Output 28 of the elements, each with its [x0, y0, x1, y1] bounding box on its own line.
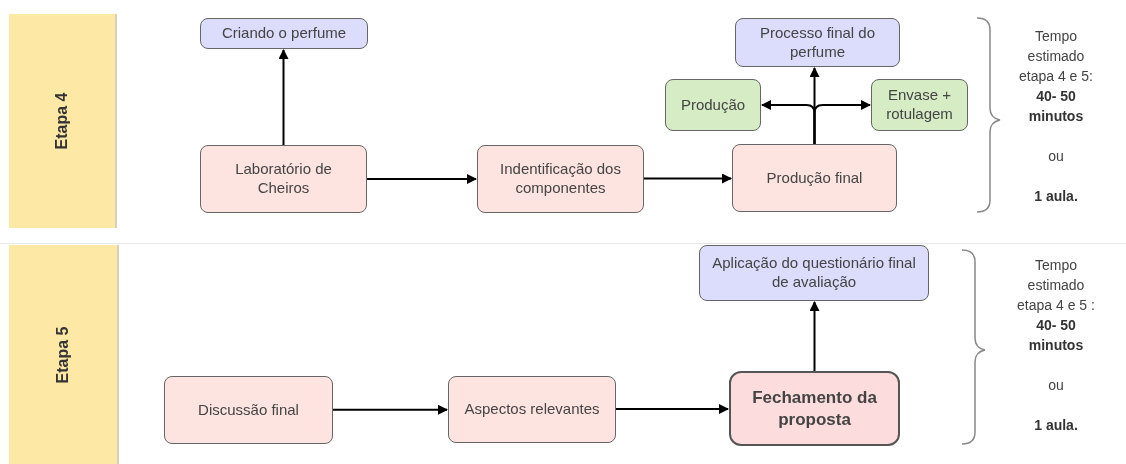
process-box: Produção final [732, 144, 897, 212]
time-note: Tempo estimado etapa 4 e 5 : [1016, 256, 1096, 315]
process-box: Fechamento da proposta [729, 371, 900, 446]
time-note: 1 aula. [1034, 187, 1078, 206]
arrow [278, 49, 289, 146]
arrow [813, 100, 871, 145]
process-box: Discussão final [164, 376, 333, 444]
process-box: Produção [665, 79, 761, 131]
stage-band: Etapa 4 [9, 14, 117, 228]
time-note: ou [1048, 376, 1064, 395]
time-note: 40- 50 minutos [1027, 316, 1085, 355]
time-note: Tempo estimado etapa 4 e 5: [1018, 27, 1094, 86]
process-box: Aspectos relevantes [448, 376, 616, 443]
process-box: Envase + rotulagem [871, 79, 968, 131]
arrow [615, 404, 729, 414]
arrow [332, 404, 448, 415]
time-note: 1 aula. [1034, 416, 1078, 435]
stage-band: Etapa 5 [9, 245, 119, 464]
process-box: Aplicação do questionário final de avaliação [699, 245, 929, 301]
time-note: ou [1048, 147, 1064, 166]
time-note: 40- 50 minutos [1027, 87, 1085, 126]
arrow [809, 301, 820, 372]
arrow [643, 173, 732, 184]
process-box: Criando o perfume [200, 18, 368, 49]
arrow [366, 174, 477, 184]
process-box: Laboratório de Cheiros [200, 145, 367, 213]
process-box: Indentificação dos componentes [477, 145, 644, 213]
process-box: Processo final do perfume [735, 18, 900, 67]
